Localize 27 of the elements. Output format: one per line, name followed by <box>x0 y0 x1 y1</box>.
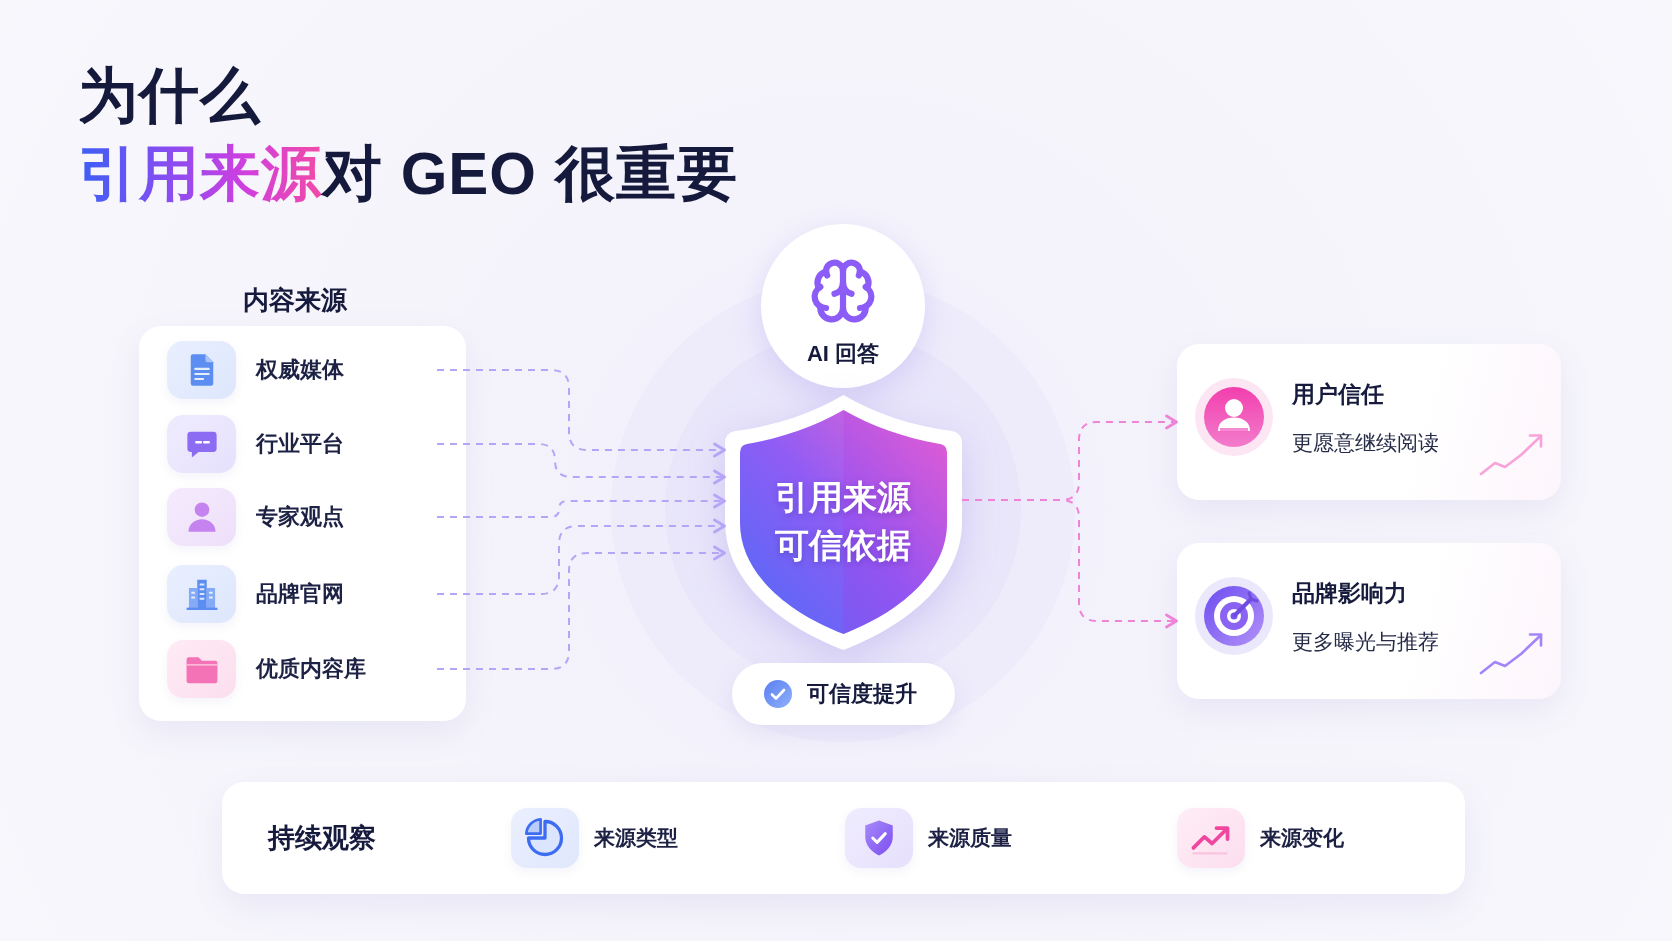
status-label: 可信度提升 <box>807 680 917 708</box>
metric-label: 来源变化 <box>1260 825 1344 851</box>
metric-label: 来源质量 <box>928 825 1012 851</box>
card-title: 品牌影响力 <box>1292 579 1407 607</box>
dashed-arrow <box>436 493 726 518</box>
panel-heading: 持续观察 <box>268 822 376 854</box>
card-text: 更愿意继续阅读 <box>1292 430 1439 456</box>
metric-label: 来源类型 <box>594 825 678 851</box>
shield-label: 引用来源可信依据 <box>774 477 913 566</box>
answer-label: AI 回答 <box>806 340 880 368</box>
card-text: 更多曝光与推荐 <box>1292 629 1439 655</box>
outcome-card <box>1177 543 1561 699</box>
status-pill <box>732 663 955 725</box>
page-title: 为什么引用来源对 GEO 很重要 <box>78 61 738 209</box>
outcome-card <box>1177 344 1561 500</box>
dashed-arrow <box>436 518 726 595</box>
dashed-arrow <box>436 545 726 670</box>
card-title: 用户信任 <box>1292 380 1384 408</box>
source-label: 优质内容库 <box>256 655 366 683</box>
source-label: 行业平台 <box>256 430 344 458</box>
dashed-arrow <box>436 443 726 485</box>
monitor-panel <box>222 782 1465 894</box>
source-label: 权威媒体 <box>256 356 344 384</box>
source-label: 品牌官网 <box>256 580 344 608</box>
source-label: 专家观点 <box>256 503 344 531</box>
panel-heading: 内容来源 <box>243 285 347 316</box>
dashed-arrow <box>436 369 726 458</box>
